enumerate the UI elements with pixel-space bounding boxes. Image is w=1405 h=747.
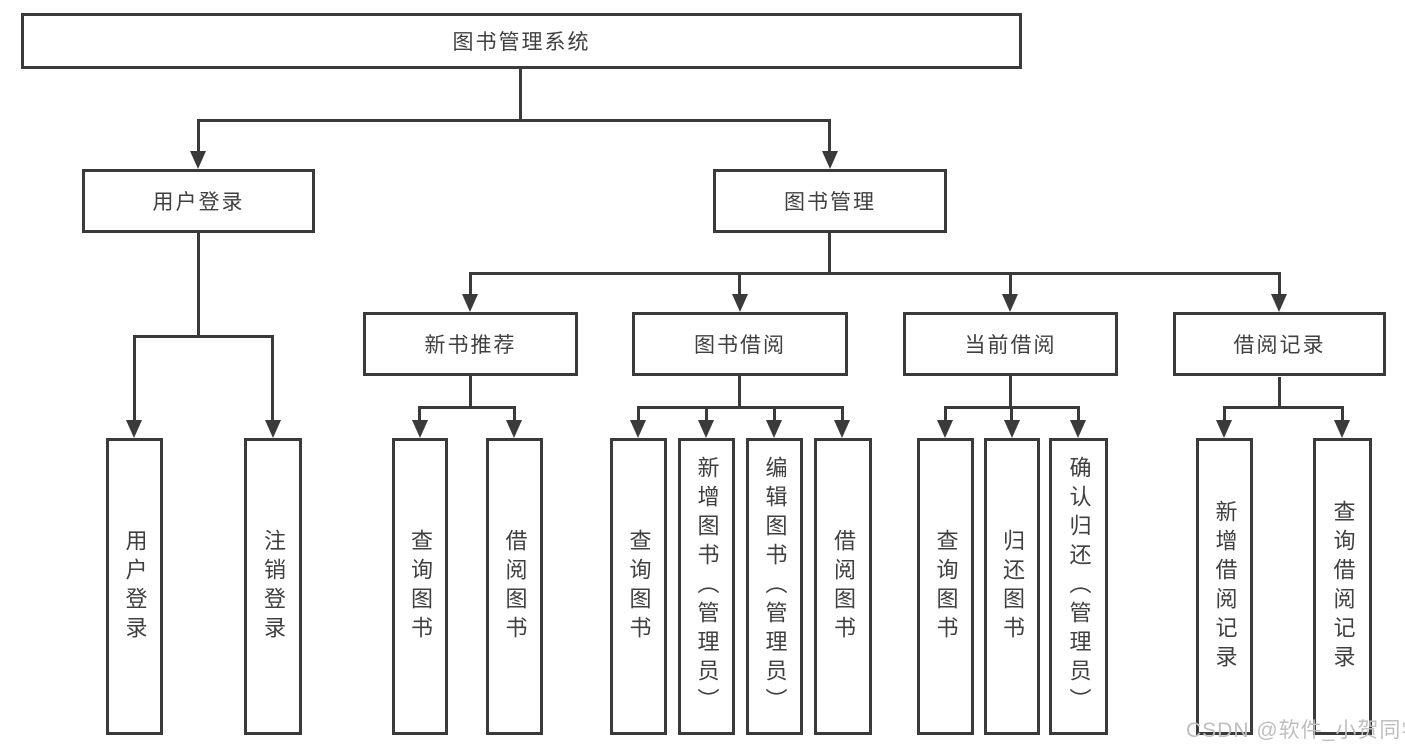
leaf-query-books-recommend: 查询图书 [392,438,448,735]
leaf-confirm-return-admin: 确认归还（管理员） [1049,438,1108,735]
connector-stem-leaf [1010,406,1013,421]
leaf-query-borrow-record: 查询借阅记录 [1313,438,1372,735]
node-borrow-records: 借阅记录 [1173,312,1386,376]
connector-level2-rail [197,119,830,122]
connector-level3-rail [469,272,1281,275]
connector-stem-leaf [418,406,421,421]
leaf-logout: 注销登录 [244,438,302,735]
arrow-down-icon [1070,420,1086,438]
leaf-borrow-books-recommend: 借阅图书 [486,438,543,735]
leaf-user-login: 用户登录 [106,438,163,735]
leaf-query-books-borrow: 查询图书 [610,438,667,735]
leaf-query-books-current: 查询图书 [917,438,974,735]
connector-stem-new-book [469,272,472,295]
arrow-down-icon [822,151,838,169]
arrow-down-icon [1271,294,1287,312]
connector-book-borrow-trunk [738,376,741,408]
connector-borrow-records-rail [1223,406,1343,409]
leaf-label: 确认归还（管理员） [1066,456,1092,717]
connector-stem-user-login [197,119,200,153]
arrow-down-icon [412,420,428,438]
arrow-down-icon [265,420,281,438]
node-book-borrow: 图书借阅 [632,312,848,376]
node-current-borrow: 当前借阅 [903,312,1118,376]
node-label: 图书管理系统 [452,31,591,54]
arrow-down-icon [1004,420,1020,438]
connector-root-trunk [519,69,522,122]
arrow-down-icon [766,420,782,438]
connector-stem-leaf [1077,406,1080,421]
arrow-down-icon [834,420,850,438]
arrow-down-icon [698,420,714,438]
arrow-down-icon [1216,420,1232,438]
leaf-add-book-admin: 新增图书（管理员） [678,438,735,735]
leaf-borrow-books: 借阅图书 [814,438,872,735]
connector-stem-borrow-records [1278,272,1281,295]
connector-stem-leaf [705,406,708,421]
csdn-watermark: CSDN @软件_小贺同学 [1186,719,1405,742]
connector-stem-leaf [1223,406,1226,421]
arrow-down-icon [126,420,142,438]
connector-borrow-records-trunk [1278,377,1281,408]
arrow-down-icon [732,294,748,312]
leaf-add-borrow-record: 新增借阅记录 [1196,438,1253,735]
connector-stem-leaf [1341,406,1344,421]
connector-stem-leaf [944,406,947,421]
leaf-label: 查询图书 [933,528,959,645]
connector-book-borrow-rail [637,406,844,409]
node-label: 图书借阅 [694,334,786,357]
connector-current-borrow-trunk [1009,376,1012,408]
connector-stem-current-borrow [1009,272,1012,295]
node-label: 图书管理 [784,191,876,214]
arrow-down-icon [630,420,646,438]
leaf-label: 归还图书 [1000,528,1025,645]
connector-stem-leaf [637,406,640,421]
leaf-label: 用户登录 [122,528,148,645]
leaf-label: 借阅图书 [502,528,528,645]
leaf-label: 查询图书 [408,528,433,645]
connector-stem-leaf [773,406,776,421]
leaf-label: 新增借阅记录 [1212,499,1238,674]
node-label: 当前借阅 [964,334,1057,357]
leaf-return-book: 归还图书 [984,438,1040,735]
arrow-down-icon [1334,420,1350,438]
connector-stem-leaf [841,406,844,421]
leaf-label: 借阅图书 [831,528,856,645]
arrow-down-icon [462,294,478,312]
connector-user-login-trunk [197,233,200,337]
node-label: 新书推荐 [424,334,517,357]
arrow-down-icon [937,420,953,438]
connector-stem-book-borrow [738,272,741,295]
node-new-book-recommend: 新书推荐 [363,312,578,376]
arrow-down-icon [506,420,522,438]
connector-new-book-trunk [469,376,472,408]
arrow-down-icon [1002,294,1018,312]
connector-new-book-rail [419,406,516,409]
node-label: 借阅记录 [1233,334,1326,357]
connector-stem-leaf [271,335,274,421]
connector-stem-book-management [828,119,831,153]
leaf-label: 注销登录 [261,528,286,645]
connector-book-management-trunk [828,233,831,274]
connector-user-login-rail [133,335,273,338]
connector-stem-leaf [513,406,516,421]
node-library-management-system: 图书管理系统 [21,13,1022,69]
leaf-label: 查询借阅记录 [1330,499,1356,674]
node-user-login: 用户登录 [82,169,315,233]
leaf-label: 编辑图书（管理员） [762,456,788,717]
leaf-label: 查询图书 [626,528,652,645]
node-label: 用户登录 [152,191,245,214]
node-book-management: 图书管理 [713,169,947,233]
leaf-label: 新增图书（管理员） [694,456,720,717]
arrow-down-icon [190,151,206,169]
connector-stem-leaf [133,335,136,421]
leaf-edit-book-admin: 编辑图书（管理员） [746,438,803,735]
